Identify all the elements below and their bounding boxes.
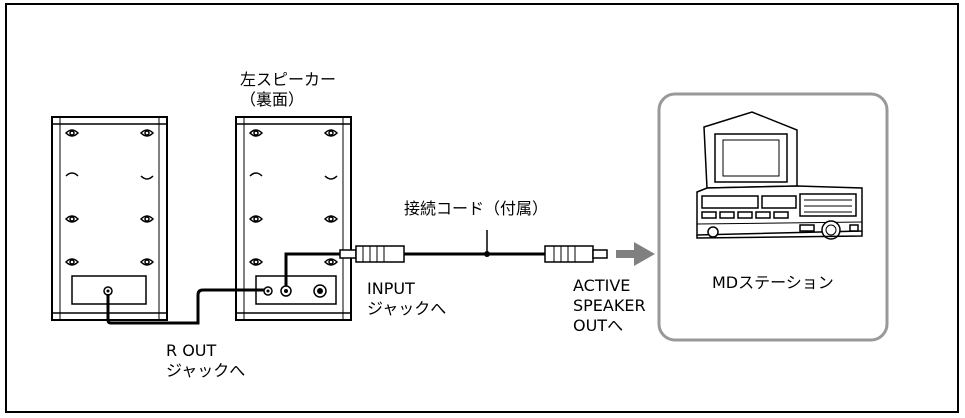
- left-speaker-label: 左スピーカー （裏面）: [240, 70, 337, 109]
- right-speaker: [51, 116, 168, 321]
- left-speaker: [235, 116, 352, 321]
- connect-arrow-icon: [616, 242, 655, 266]
- diagram-frame: [5, 3, 959, 413]
- speaker-link-cable: [106, 288, 264, 325]
- input-jack-label: INPUT ジャックへ: [367, 279, 447, 318]
- r-out-jack-label: R OUT ジャックへ: [166, 341, 246, 380]
- speaker-vents-left: [64, 129, 155, 266]
- input-cable-tail: [284, 252, 340, 286]
- supplied-cable: [339, 230, 608, 263]
- md-station-label: MDステーション: [712, 273, 834, 292]
- speaker-vents-right: [248, 129, 339, 266]
- cable-label: 接続コード（付属）: [404, 199, 549, 218]
- active-speaker-out-label: ACTIVE SPEAKER OUTへ: [573, 276, 646, 335]
- md-station-device: [696, 111, 863, 240]
